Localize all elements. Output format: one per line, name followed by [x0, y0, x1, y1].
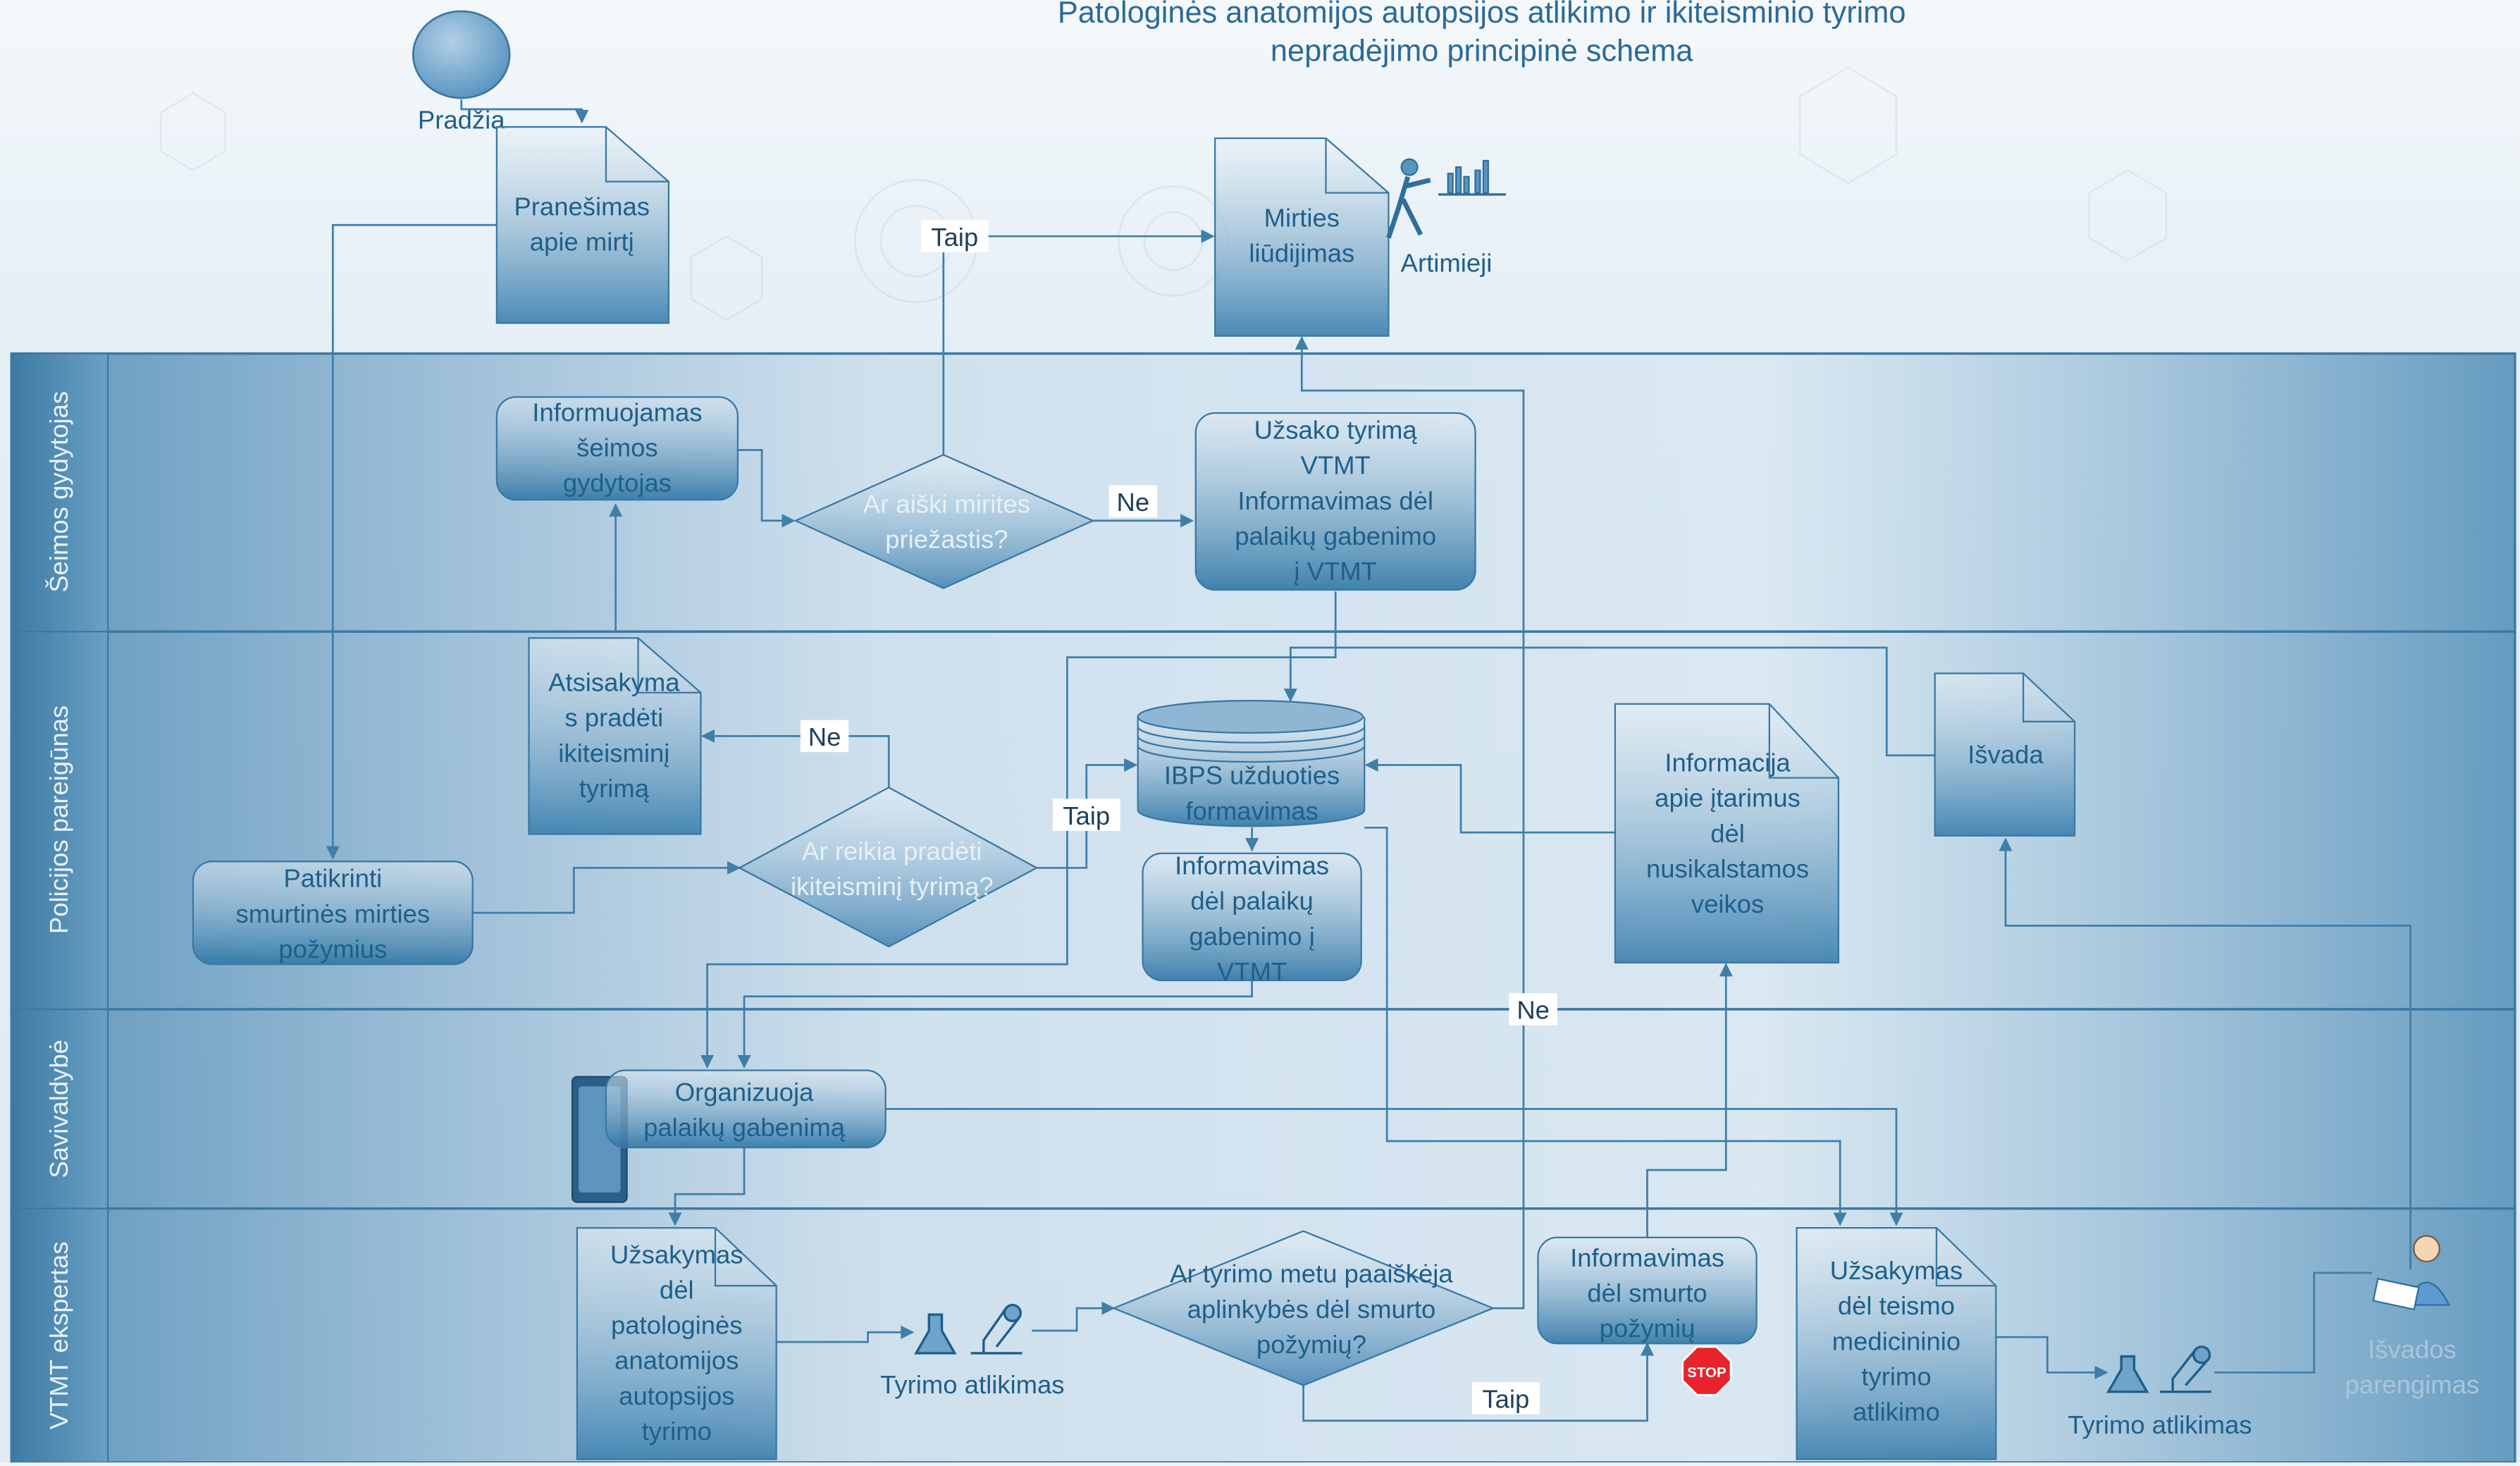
- stop-sign-text: STOP: [1687, 1365, 1726, 1381]
- edge-label-yes: Taip: [1063, 801, 1110, 830]
- lane-header: [11, 1008, 109, 1209]
- research-1-label: Tyrimo atlikimas: [880, 1370, 1064, 1399]
- violence-decision: [1111, 1230, 1495, 1386]
- edge-label-yes: Taip: [1482, 1384, 1529, 1413]
- person-writing-icon: [2372, 1235, 2451, 1311]
- inform-violence-process: [1537, 1236, 1758, 1345]
- lane-label-municipality: Savivaldybė: [44, 1040, 73, 1178]
- edge-labels: Taip Ne Ne Taip Ne Taip: [800, 220, 1557, 1415]
- lane-label-police: Policijos pareigūnas: [44, 706, 73, 934]
- lab-flask-microscope-icon: [2106, 1345, 2211, 1393]
- refusal-document: [528, 637, 702, 835]
- edge-label-no: Ne: [1117, 488, 1150, 517]
- lane-header: [11, 630, 109, 1011]
- need-investigation-decision: [737, 787, 1039, 948]
- order-vtmt-process: [1194, 412, 1476, 591]
- lane-label-family-doctor: Šeimos gydytojas: [44, 391, 73, 593]
- lab-flask-microscope-icon: [914, 1303, 1023, 1355]
- edge-label-yes: Taip: [931, 223, 978, 252]
- suspicion-info-document: [1614, 703, 1840, 963]
- conclusion-label: Išvada: [1968, 740, 2044, 769]
- inform-doctor-process: [495, 396, 739, 501]
- edge-label-no: Ne: [808, 722, 841, 751]
- relatives-person-icon: [1386, 158, 1506, 239]
- inform-transport-process: [1142, 852, 1362, 982]
- notice-document: [495, 125, 670, 324]
- start-label: Pradžia: [418, 105, 505, 134]
- diagram-title-line-2: nepradėjimo principinė schema: [1271, 35, 1693, 68]
- lane-label-vtmt-expert: VTMT ekspertas: [44, 1241, 73, 1429]
- relatives-label: Artimieji: [1401, 248, 1493, 277]
- death-certificate-document: [1214, 137, 1390, 337]
- ibps-database: [1137, 700, 1366, 827]
- lane-header: [11, 352, 109, 633]
- start-node: [412, 10, 511, 99]
- research-2-label: Tyrimo atlikimas: [2068, 1410, 2252, 1439]
- check-signs-process: [192, 861, 474, 966]
- diagram-title-line-1: Patologinės anatomijos autopsijos atliki…: [1058, 0, 1906, 30]
- conclusion-document: [1934, 672, 2076, 837]
- stop-sign-icon: STOP: [1681, 1345, 1732, 1396]
- edge-label-no: Ne: [1517, 996, 1550, 1025]
- cause-clear-decision: [793, 454, 1095, 589]
- organize-transport-process: [605, 1069, 887, 1149]
- connectors: [326, 99, 2412, 1422]
